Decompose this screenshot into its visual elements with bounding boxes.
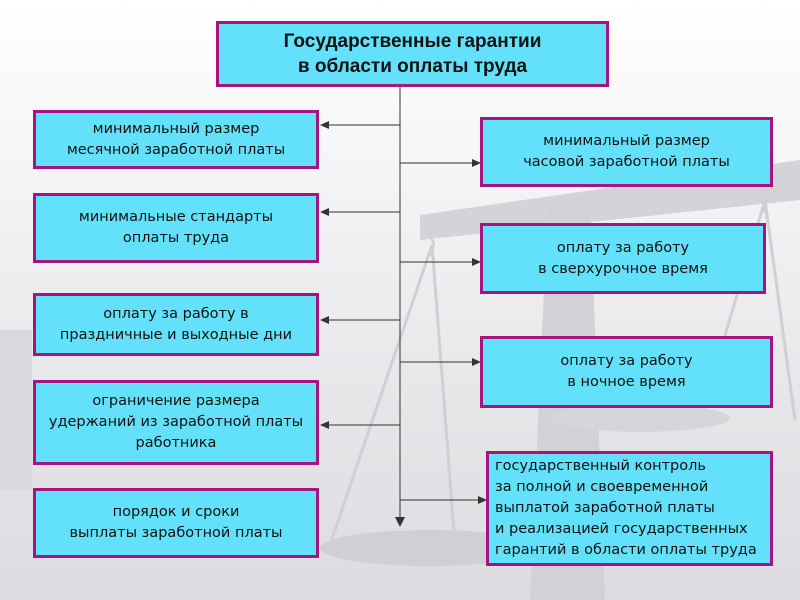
title-box: Государственные гарантии в области оплат… bbox=[216, 21, 609, 87]
left-box-5-text: порядок и сроки выплаты заработной платы bbox=[69, 504, 283, 541]
right-box-4-text: государственный контроль за полной и сво… bbox=[495, 458, 757, 558]
title-text: Государственные гарантии в области оплат… bbox=[283, 31, 542, 77]
trunk-arrowhead bbox=[395, 517, 405, 527]
left-box-4-text: ограничение размера удержаний из заработ… bbox=[48, 393, 304, 451]
right-box-3: оплату за работу в ночное время bbox=[480, 336, 773, 408]
left-box-3: оплату за работу в праздничные и выходны… bbox=[33, 293, 319, 356]
right-box-4: государственный контроль за полной и сво… bbox=[486, 451, 773, 566]
left-box-3-text: оплату за работу в праздничные и выходны… bbox=[59, 305, 293, 343]
right-box-2-text: оплату за работу в сверхурочное время bbox=[538, 239, 708, 277]
left-box-4: ограничение размера удержаний из заработ… bbox=[33, 380, 319, 465]
right-box-2: оплату за работу в сверхурочное время bbox=[480, 223, 766, 294]
right-box-1-text: минимальный размер часовой заработной пл… bbox=[523, 133, 730, 170]
left-box-1: минимальный размер месячной заработной п… bbox=[33, 110, 319, 169]
left-box-2: минимальные стандарты оплаты труда bbox=[33, 193, 319, 263]
left-box-2-text: минимальные стандарты оплаты труда bbox=[78, 209, 274, 246]
right-box-3-text: оплату за работу в ночное время bbox=[560, 353, 693, 390]
right-box-1: минимальный размер часовой заработной пл… bbox=[480, 117, 773, 187]
left-box-5: порядок и сроки выплаты заработной платы bbox=[33, 488, 319, 558]
left-box-1-text: минимальный размер месячной заработной п… bbox=[66, 120, 286, 158]
